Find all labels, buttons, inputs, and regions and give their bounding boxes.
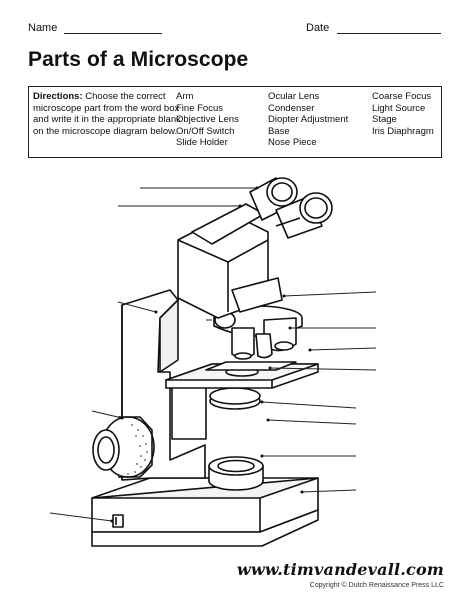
blank-on-off-switch [49, 512, 113, 522]
word-item: Stage [372, 114, 397, 126]
copyright-notice: Copyright © Dutch Renaissance Press LLC [309, 582, 444, 589]
word-item: Nose Piece [268, 137, 317, 149]
word-item: Arm [176, 91, 194, 102]
word-item: Fine Focus [176, 102, 223, 114]
name-label: Name [28, 22, 58, 34]
blank-coarse-focus [91, 410, 123, 419]
page-title: Parts of a Microscope [28, 48, 249, 71]
word-column-2: Ocular Lens Condenser Diopter Adjustment… [268, 91, 348, 149]
word-item: Base [268, 125, 290, 137]
answer-blanks [49, 187, 377, 522]
word-column-3: Coarse Focus Light Source Stage Iris Dia… [372, 91, 434, 137]
blank-stage-label [309, 347, 377, 351]
stage-support [171, 382, 207, 440]
word-item: Slide Holder [176, 137, 228, 149]
date-blank[interactable] [337, 33, 441, 34]
blank-condenser [261, 401, 357, 409]
objective-lens [231, 317, 297, 360]
word-item: Condenser [268, 102, 315, 114]
word-item: Iris Diaphragm [372, 125, 434, 137]
word-item: Coarse Focus [372, 91, 432, 102]
blank-nose-piece [283, 291, 377, 297]
condenser [209, 387, 261, 410]
word-item: Objective Lens [176, 114, 239, 126]
name-blank[interactable] [64, 33, 162, 34]
diopter-adjustment[interactable] [275, 217, 301, 227]
blank-slide-holder [269, 367, 377, 371]
website-url[interactable]: www.timvandevall.com [236, 560, 444, 579]
microscope-base [91, 477, 319, 547]
ocular-lens [191, 177, 333, 245]
word-item: Diopter Adjustment [268, 114, 349, 126]
date-label: Date [306, 22, 330, 34]
directions-text: Directions: Choose the correct microscop… [33, 91, 181, 137]
directions-heading: Directions: [33, 91, 83, 102]
word-box: Directions: Choose the correct microscop… [28, 86, 442, 158]
blank-iris [267, 419, 357, 425]
directions-body: Choose the correct microscope part from … [33, 91, 181, 137]
word-item: On/Off Switch [176, 125, 235, 137]
microscope-head [177, 212, 283, 319]
coarse-focus-knob[interactable] [92, 416, 155, 478]
on-off-switch[interactable] [112, 514, 124, 528]
word-item: Ocular Lens [268, 91, 320, 102]
word-column-1: Arm Fine Focus Objective Lens On/Off Swi… [176, 91, 239, 149]
blank-arm [117, 301, 157, 313]
blank-base [301, 489, 357, 493]
light-source [208, 456, 264, 491]
word-item: Light Source [372, 102, 426, 114]
